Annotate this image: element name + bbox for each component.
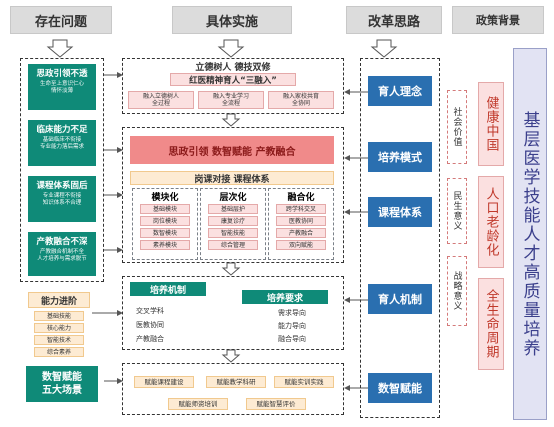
problem-card-1: 思政引领不透 生命至上意识仁心 情怀淡薄 [28,64,96,110]
problem-card-4: 产教融合不深 产教融合机制不全 人才培养与需求脱节 [28,232,96,276]
mech-left-item: 医教协同 [136,321,164,329]
mid-col-item: 跨学科交叉 [276,204,326,214]
mech-right-list: 需求导向 能力导向 融合导向 [262,307,322,346]
mech-left-list: 交叉学科 医教协同 产教融合 [136,304,206,346]
tagline: 基层医学技能人才高质量培养 [513,48,547,420]
header-arrow-2 [217,39,245,58]
mid-col-item: 康复诊疗 [208,216,258,226]
ability-item: 智能技术 [34,335,84,345]
mech-right-item: 能力导向 [278,322,306,330]
digital-item: 赋能智慧评价 [246,398,306,410]
top-box-1: 融入立德树人 全过程 [128,91,194,109]
mid-col-item: 数智模块 [140,228,190,238]
header-problems: 存在问题 [10,6,112,34]
reform-item-5: 数智赋能 [368,373,432,403]
problem-desc: 基础临床不衔接 专业能力落后需求 [39,137,84,150]
policy-2: 人口老龄化 [478,176,504,268]
digital-item: 赋能实训实践 [274,376,334,388]
top-section-frame [122,58,344,114]
reform-item-3: 课程体系 [368,197,432,227]
mid-col-item: 基础模块 [140,204,190,214]
value-2: 民生意义 [447,178,467,244]
scene-box: 数智赋能 五大场景 [26,366,98,402]
mid-col-item: 素养模块 [140,240,190,250]
reform-item-1: 育人理念 [368,76,432,106]
mid-sub-banner: 岗课对接 课程体系 [130,171,334,185]
mid-section-frame [122,127,344,263]
mech-right-item: 融合导向 [278,335,306,343]
mid-col-title: 融合化 [287,193,315,203]
mech-right-title: 培养要求 [242,290,328,304]
ability-item: 基础技能 [34,311,84,321]
policy-3: 全生命周期 [478,278,504,370]
mid-col-item: 医教协同 [276,216,326,226]
mid-arrow-3 [221,349,241,363]
mech-left-title: 培养机制 [130,282,206,296]
mid-col-title: 模块化 [151,193,179,203]
problem-title: 临床能力不足 [36,125,88,135]
digital-item: 赋能师资培训 [168,398,228,410]
policy-1: 健康中国 [478,82,504,166]
value-1: 社会价值 [447,90,467,164]
mid-col-item: 岗位模块 [140,216,190,226]
ability-item: 综合素养 [34,347,84,357]
mech-left-item: 交叉学科 [136,307,164,315]
mid-col-item: 产教融合 [276,228,326,238]
mid-col-item: 综合管理 [208,240,258,250]
digital-item: 赋能课程建设 [134,376,194,388]
reform-item-2: 培养模式 [368,142,432,172]
reform-item-4: 育人机制 [368,284,432,314]
header-reform: 改革思路 [346,6,442,34]
problem-card-2: 临床能力不足 基础临床不衔接 专业能力落后需求 [28,120,96,166]
top-line2: 红医精神育人“三融入” [170,73,296,86]
value-3: 战略意义 [447,256,467,326]
digital-item: 赋能教学科研 [206,376,266,388]
top-box-2: 融入专业学习 全流程 [198,91,264,109]
problem-desc: 生命至上意识仁心 情怀淡薄 [39,81,84,94]
header-arrow-3 [370,39,398,58]
mid-col-item: 基础层护 [208,204,258,214]
problem-desc: 专业课程不衔接 知识体系不合理 [42,193,82,206]
mid-col-title: 层次化 [219,193,247,203]
problem-title: 产教融合不深 [36,237,88,247]
mech-section-frame [122,276,344,350]
top-box-3: 融入家校共育 全协同 [268,91,334,109]
problems-frame [20,58,104,282]
mech-left-item: 产教融合 [136,335,164,343]
mid-col-frame-3 [268,188,334,260]
mid-arrow-1 [221,113,241,127]
digital-section-frame [122,363,344,415]
header-policy: 政策背景 [452,6,544,34]
problem-desc: 产教融合机制不全 人才培养与需求脱节 [37,249,87,262]
mech-right-item: 需求导向 [278,309,306,317]
mid-banner: 思政引领 数智赋能 产教融合 [130,136,334,164]
mid-col-item: 双向赋能 [276,240,326,250]
ability-title: 能力进阶 [28,292,90,308]
problem-card-3: 课程体系固后 专业课程不衔接 知识体系不合理 [28,176,96,222]
mid-arrow-2 [221,262,241,276]
top-line1: 立德树人 德技双修 [195,63,271,73]
mid-col-item: 智能技能 [208,228,258,238]
problem-title: 思政引领不透 [36,69,88,79]
problem-title: 课程体系固后 [36,181,88,191]
header-arrow-1 [46,39,74,58]
mid-col-frame-2 [200,188,266,260]
ability-item: 核心能力 [34,323,84,333]
reform-frame [360,58,440,418]
header-implementation: 具体实施 [172,6,292,34]
mid-col-frame-1 [132,188,198,260]
